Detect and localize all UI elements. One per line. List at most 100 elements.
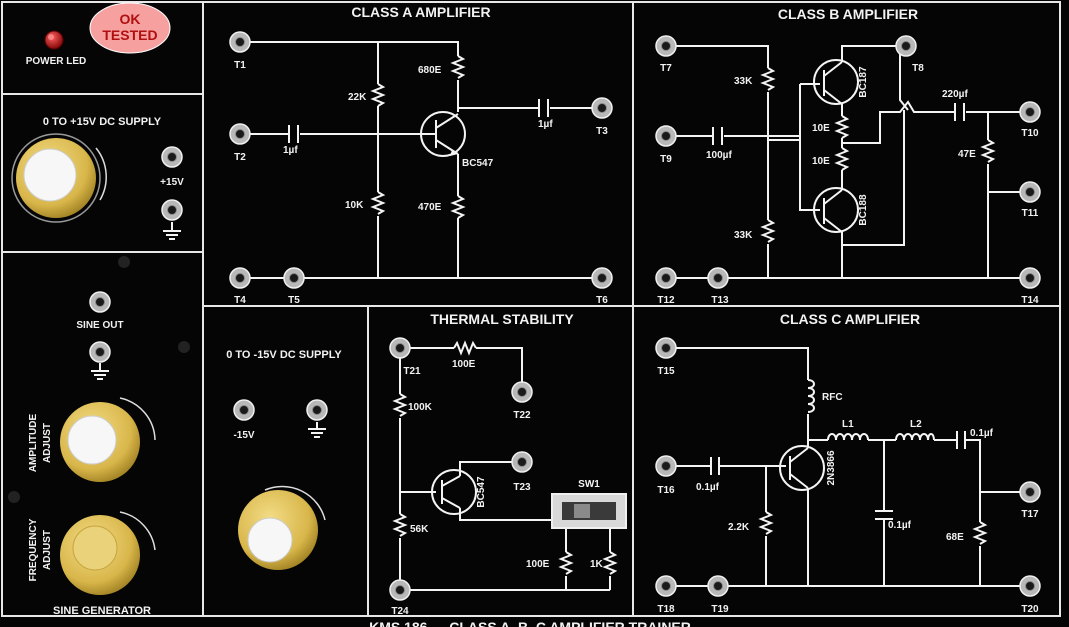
label-100e-top: 100E	[452, 359, 476, 370]
label-10k: 10K	[345, 200, 364, 211]
terminal-t18-label: T18	[657, 604, 675, 615]
label-rfc: RFC	[822, 392, 843, 403]
terminal-t5[interactable]	[283, 267, 305, 289]
thermal-title: THERMAL STABILITY	[430, 311, 574, 327]
capacitor-output-c	[956, 431, 966, 449]
label-0-1uf-out: 0.1µf	[970, 428, 994, 439]
terminal-t20[interactable]	[1019, 575, 1041, 597]
terminal-t11-label: T11	[1022, 208, 1039, 219]
board-model-title: KMS 186 — CLASS A, B, C AMPLIFIER TRAINE…	[369, 619, 691, 627]
thermal-wiring	[399, 347, 611, 591]
terminal-t2[interactable]	[229, 123, 251, 145]
resistor-22k	[370, 83, 386, 107]
label-bc188: BC188	[858, 194, 869, 226]
terminal-t24[interactable]	[389, 579, 411, 601]
label-1uf-in: 1µf	[283, 145, 298, 156]
terminal-t14-label: T14	[1021, 295, 1039, 306]
amplitude-label-line1: AMPLITUDE	[28, 414, 39, 473]
capacitor-220uf	[954, 103, 965, 121]
resistor-10k	[370, 191, 386, 215]
class-c-wiring	[676, 347, 1020, 587]
capacitor-input-a	[288, 125, 299, 143]
class-a-wiring	[250, 41, 592, 279]
jack-neg-ground[interactable]	[306, 399, 328, 421]
resistor-68e	[972, 521, 988, 545]
terminal-t3[interactable]	[591, 97, 613, 119]
terminal-t11[interactable]	[1019, 181, 1041, 203]
resistor-10e-bottom	[834, 147, 850, 171]
terminal-t14[interactable]	[1019, 267, 1041, 289]
capacitor-output-a	[538, 99, 549, 117]
terminal-t10-label: T10	[1021, 128, 1039, 139]
terminal-t15[interactable]	[655, 337, 677, 359]
terminal-t17[interactable]	[1019, 481, 1041, 503]
terminal-t15-label: T15	[657, 366, 675, 377]
terminal-t20-label: T20	[1021, 604, 1039, 615]
screw-hole	[178, 341, 190, 353]
terminal-t13[interactable]	[707, 267, 729, 289]
jack-plus-15v[interactable]	[161, 146, 183, 168]
terminal-t8[interactable]	[895, 35, 917, 57]
jack-minus-15v[interactable]	[233, 399, 255, 421]
neg-supply-knob[interactable]	[238, 485, 326, 570]
label-1uf-out: 1µf	[538, 119, 553, 130]
label-10e-top: 10E	[812, 123, 830, 134]
terminal-t12-label: T12	[657, 295, 675, 306]
resistor-100k	[392, 393, 408, 417]
label-bc547-a: BC547	[462, 158, 494, 169]
terminal-t23[interactable]	[511, 451, 533, 473]
pos-supply-knob[interactable]	[11, 133, 107, 223]
inductor-l1	[827, 433, 869, 441]
ground-icon	[308, 422, 326, 438]
class-b-wiring	[676, 45, 1020, 279]
label-l1: L1	[842, 419, 854, 430]
inductor-l2	[895, 433, 935, 441]
terminal-t1[interactable]	[229, 31, 251, 53]
frequency-knob[interactable]	[60, 511, 156, 595]
terminal-t22[interactable]	[511, 381, 533, 403]
power-led-label: POWER LED	[26, 56, 87, 67]
terminal-t19-label: T19	[711, 604, 729, 615]
label-220uf: 220µf	[942, 89, 968, 100]
transistor-bc188	[813, 187, 859, 233]
sine-out-label: SINE OUT	[76, 320, 123, 331]
terminal-t9[interactable]	[655, 125, 677, 147]
terminal-t18[interactable]	[655, 575, 677, 597]
terminal-t21[interactable]	[389, 337, 411, 359]
screw-hole	[8, 491, 20, 503]
label-100uf: 100µf	[706, 150, 732, 161]
terminal-t16[interactable]	[655, 455, 677, 477]
screw-hole	[118, 256, 130, 268]
terminal-t19[interactable]	[707, 575, 729, 597]
label-68e: 68E	[946, 532, 964, 543]
jack-sine-out[interactable]	[89, 291, 111, 313]
terminal-t17-label: T17	[1021, 509, 1039, 520]
label-56k: 56K	[410, 524, 429, 535]
terminal-t12[interactable]	[655, 267, 677, 289]
terminal-t16-label: T16	[657, 485, 675, 496]
transistor-bc187	[813, 59, 859, 105]
terminal-t4[interactable]	[229, 267, 251, 289]
terminal-t7[interactable]	[655, 35, 677, 57]
transistor-2n3866	[779, 445, 825, 491]
amplitude-label-line2: ADJUST	[42, 423, 53, 463]
terminal-t22-label: T22	[513, 410, 531, 421]
inductor-rfc	[807, 379, 815, 413]
class-a-title: CLASS A AMPLIFIER	[351, 4, 490, 20]
capacitor-input-c	[710, 457, 720, 475]
terminal-t9-label: T9	[660, 154, 672, 165]
label-47e: 47E	[958, 149, 976, 160]
label-33k-top: 33K	[734, 76, 753, 87]
jack-pos-ground[interactable]	[161, 199, 183, 221]
terminal-t6[interactable]	[591, 267, 613, 289]
jack-sine-ground[interactable]	[89, 341, 111, 363]
amplitude-knob[interactable]	[60, 397, 156, 482]
terminal-t10[interactable]	[1019, 101, 1041, 123]
label-470e: 470E	[418, 202, 442, 213]
switch-sw1[interactable]	[551, 493, 627, 529]
terminal-t24-label: T24	[391, 606, 409, 617]
terminal-t13-label: T13	[711, 295, 729, 306]
pos-supply-title: 0 TO +15V DC SUPPLY	[43, 116, 162, 128]
label-2n3866: 2N3866	[826, 450, 837, 485]
